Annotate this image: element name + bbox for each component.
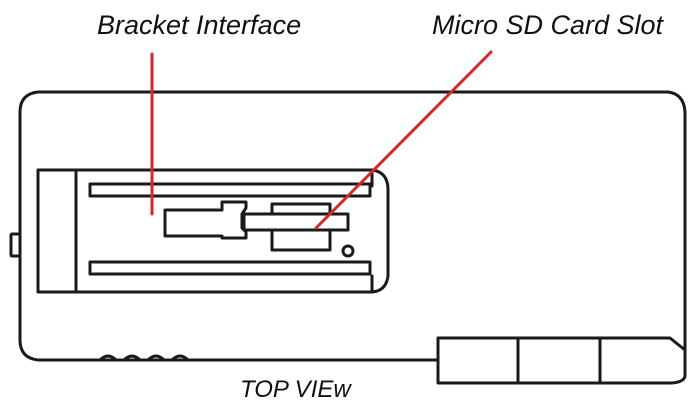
bracket-slot	[163, 200, 248, 240]
leader-line-sd	[314, 50, 493, 230]
bracket-panel-outline	[36, 168, 390, 294]
bracket-rail-top	[88, 182, 372, 198]
indicator-hole-icon	[341, 244, 355, 258]
lens-housing	[436, 336, 687, 362]
side-button	[9, 232, 22, 258]
callout-micro-sd-slot: Micro SD Card Slot	[432, 10, 664, 40]
device-body-outline	[18, 90, 687, 385]
bottom-ridges	[98, 354, 190, 362]
callout-bracket-interface: Bracket Interface	[97, 10, 302, 40]
bracket-rail-bottom	[88, 260, 372, 276]
view-caption: TOP VIEw	[240, 376, 351, 403]
